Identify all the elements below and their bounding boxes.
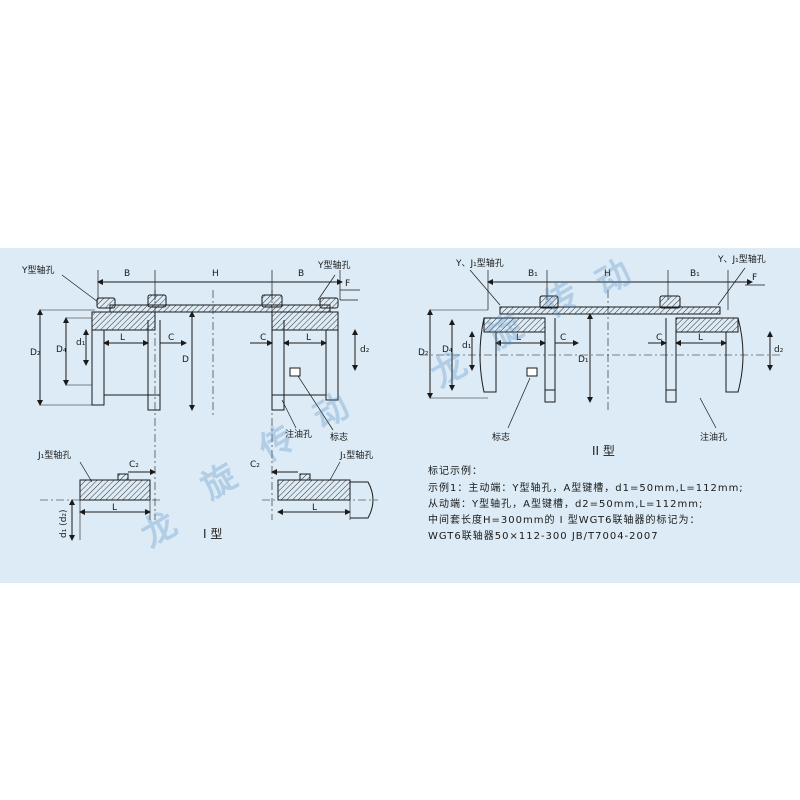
dim-d1d2: d₁ (d₂)	[59, 509, 69, 538]
label-y-bore-left: Y型轴孔	[21, 264, 55, 276]
dim-D1: D₁	[578, 355, 589, 365]
dim-D2-2: D₂	[418, 348, 429, 358]
watermark-char-4: 动	[307, 386, 356, 438]
notes-title: 标记示例：	[428, 466, 483, 477]
dim-L-5: L	[516, 333, 521, 343]
dim-H-2: H	[604, 269, 611, 279]
dim-d1-1: d₁	[76, 338, 86, 348]
notes-line-4: WGT6联轴器50×112-300 JB/T7004-2007	[428, 531, 659, 542]
dim-C-3: C	[560, 333, 566, 343]
watermark-char-5: 龙	[425, 344, 474, 396]
type1-bore-details	[40, 461, 378, 541]
watermark-char-8: 动	[589, 252, 638, 304]
label-type2: II 型	[592, 444, 615, 458]
dim-B-left: B	[124, 269, 130, 279]
dim-C2-left: C₂	[129, 460, 139, 470]
notes-line-3: 中间套长度H=300mm的 I 型WGT6联轴器的标记为：	[428, 515, 701, 526]
dim-C-1: C	[168, 333, 174, 343]
dim-D2-1: D₂	[30, 348, 41, 358]
dim-H: H	[212, 269, 219, 279]
notes-line-2: 从动端：Y型轴孔，A型键槽，d2=50mm,L=112mm;	[428, 499, 704, 510]
label-y-bore-right: Y型轴孔	[317, 259, 351, 271]
dim-L-3: L	[112, 503, 117, 513]
type1-main-view	[37, 270, 360, 520]
dim-d2-1: d₂	[360, 345, 370, 355]
label-oil-hole-2: 注油孔	[700, 431, 727, 443]
dim-B-right: B	[298, 269, 304, 279]
label-j1-bore-right: J₁型轴孔	[339, 449, 373, 461]
dim-C2-right: C₂	[250, 460, 260, 470]
dim-D4-1: D₄	[56, 345, 67, 355]
label-yj1-bore-left: Y、J₁型轴孔	[455, 257, 504, 269]
dim-B1-right: B₁	[690, 269, 700, 279]
dim-F-2: F	[752, 273, 757, 283]
label-oil-hole-1: 注油孔	[285, 428, 312, 440]
label-j1-bore-left: J₁型轴孔	[37, 449, 71, 461]
dim-B1-left: B₁	[528, 269, 538, 279]
type2-main-view	[420, 267, 780, 429]
dim-d2-2: d₂	[774, 345, 784, 355]
dim-L-4: L	[312, 503, 317, 513]
dim-D-1: D	[182, 355, 189, 365]
dim-L-1: L	[120, 333, 125, 343]
label-mark-2: 标志	[492, 431, 510, 443]
label-mark-1: 标志	[330, 431, 348, 443]
dim-C-4: C	[656, 333, 662, 343]
label-type1: I 型	[203, 527, 222, 541]
label-yj1-bore-right: Y、J₁型轴孔	[717, 253, 766, 265]
watermark-char-2: 旋	[195, 456, 244, 508]
dim-d1-2: d₁	[462, 341, 472, 351]
dim-L-2: L	[306, 333, 311, 343]
dim-F-1: F	[345, 279, 350, 289]
dim-D4-2: D₄	[442, 345, 453, 355]
notes-line-1: 示例1：主动端：Y型轴孔，A型键槽，d1=50mm,L=112mm;	[428, 483, 744, 494]
dim-C-2: C	[260, 333, 266, 343]
dim-L-6: L	[698, 333, 703, 343]
